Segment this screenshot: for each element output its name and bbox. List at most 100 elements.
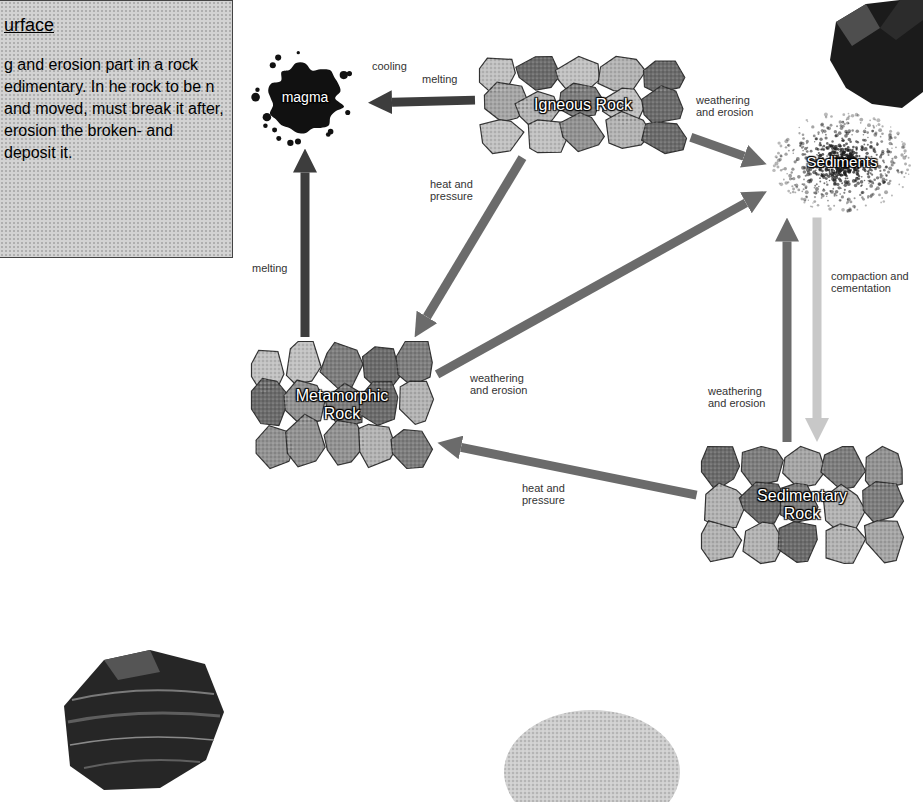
sediment-grain (833, 204, 835, 206)
sediment-grain (784, 152, 787, 155)
stone-shape (741, 447, 783, 487)
magma-drop (295, 138, 301, 144)
sediment-grain (896, 168, 899, 171)
sediment-grain (780, 155, 783, 158)
stone-texture (560, 113, 605, 152)
sediment-grain (824, 133, 826, 135)
sediment-grain (872, 182, 874, 184)
sediment-grain (866, 172, 869, 175)
sediment-grain (798, 132, 800, 134)
sediment-grain (855, 146, 858, 149)
sediment-grain (823, 129, 826, 132)
sediment-grain (787, 189, 790, 192)
sediment-grain (901, 185, 903, 187)
sediment-grain (877, 182, 881, 186)
sediment-grain (822, 144, 825, 147)
sediment-grain (898, 183, 900, 185)
sediment-grain (805, 150, 808, 153)
sediment-grain (814, 172, 817, 175)
sediment-grain (772, 168, 775, 171)
sediment-grain (821, 173, 825, 177)
sediment-grain (862, 197, 865, 200)
sediment-grain (816, 148, 819, 151)
sediment-grain (826, 181, 827, 182)
sediment-grain (805, 195, 808, 198)
stone-texture (862, 482, 903, 522)
stone-texture (598, 57, 646, 92)
sediment-grain (809, 178, 812, 181)
sediment-grain (839, 173, 842, 176)
arrow-label: weathering and erosion (694, 94, 762, 118)
sediment-grain (852, 204, 855, 207)
sediment-grain (888, 141, 892, 145)
sediment-grain (841, 139, 843, 141)
sediment-grain (814, 137, 817, 140)
sediment-grain (841, 120, 844, 123)
cycle-arrow (813, 218, 822, 419)
sediment-grain (879, 175, 882, 178)
sediment-grain (847, 129, 851, 133)
arrow-label: weathering and erosion (706, 385, 774, 409)
sediment-grain (787, 144, 789, 146)
stone-texture (701, 521, 741, 562)
magma-drop (270, 62, 276, 68)
sediment-grain (841, 182, 843, 184)
sediment-grain (848, 189, 851, 192)
banded-rock-photo (64, 650, 224, 790)
sediment-grain (833, 194, 835, 196)
sediment-grain (853, 197, 855, 199)
sediment-grain (862, 129, 866, 133)
stone-texture (286, 342, 321, 384)
sediment-grain (804, 185, 807, 188)
sediment-grain (802, 197, 806, 201)
sediment-grain (851, 133, 852, 134)
sediment-grain (856, 141, 859, 144)
magma-drop (287, 139, 293, 145)
sediment-grain (829, 123, 832, 126)
sediment-grain (881, 125, 883, 127)
sediment-grain (902, 145, 905, 148)
sediment-grain (844, 147, 848, 151)
sediment-grain (822, 188, 824, 190)
stone-shape (516, 57, 561, 91)
sediment-grain (889, 129, 892, 132)
sediment-grain (846, 177, 848, 179)
sediment-grain (890, 163, 893, 166)
rock-cluster: Metamorphic Rock (250, 340, 435, 470)
sediment-grain (797, 175, 801, 179)
sediment-grain (890, 194, 892, 196)
sediment-grain (774, 155, 777, 158)
sediment-grain (777, 151, 780, 154)
sediment-grain (825, 195, 827, 197)
arrow-label: melting (420, 73, 459, 85)
stone-shape (358, 424, 396, 467)
sediment-grain (801, 133, 804, 136)
sediment-grain (893, 155, 896, 158)
sediment-grain (795, 157, 799, 161)
stone-shape (399, 381, 433, 424)
sediment-grain (839, 148, 841, 150)
sediment-grain (821, 193, 825, 197)
sediment-grain (843, 188, 845, 190)
sediment-grain (789, 191, 791, 193)
stone-shape (642, 122, 687, 154)
sediment-grain (809, 149, 812, 152)
sediment-grain (862, 133, 864, 135)
stone-shape (826, 524, 866, 564)
sediment-grain (819, 137, 822, 140)
sediment-grain (855, 129, 859, 133)
sediment-grain (806, 172, 810, 176)
sediment-grain (882, 180, 885, 183)
sediment-grain (868, 182, 869, 183)
sediment-grain (815, 137, 818, 140)
sediment-grain (807, 199, 808, 200)
sediment-grain (848, 148, 851, 151)
sediment-grain (812, 202, 813, 203)
sediment-grain (865, 187, 867, 189)
stone-shape (480, 120, 524, 154)
sediment-grain (843, 173, 845, 175)
sediment-grain (863, 179, 865, 181)
stone-shape (778, 522, 817, 563)
magma-drop (263, 123, 268, 128)
sediment-grain (869, 184, 873, 188)
